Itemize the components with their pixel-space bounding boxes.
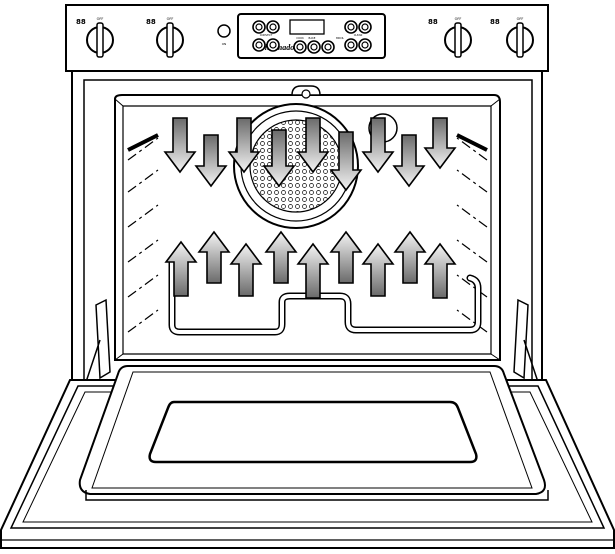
door-hinges [85, 298, 539, 383]
airflow-down-arrow-icon [163, 117, 197, 174]
panel-button[interactable] [252, 38, 266, 52]
airflow-up-arrow-icon [423, 242, 457, 299]
panel-button[interactable] [266, 38, 280, 52]
airflow-down-arrow-icon [423, 117, 457, 170]
airflow-down-arrow-icon [392, 134, 426, 188]
airflow-up-arrow-icon [164, 240, 198, 297]
panel-button-label: BAKE [309, 36, 316, 40]
oven-door [0, 365, 615, 549]
panel-button-label: CLEAN [354, 33, 363, 37]
oven-knob-icon[interactable]: OFF 88 [76, 17, 114, 58]
rack-guide-left [127, 137, 159, 161]
rack-guides [127, 133, 488, 333]
airflow-up-arrow-icon [296, 242, 330, 299]
rack-guide-right [456, 137, 488, 161]
oven-knob-icon[interactable]: OFF 88 [428, 17, 472, 58]
knob-label: OFF [97, 17, 104, 21]
rack-guide-right [456, 309, 488, 333]
airflow-up-arrow-icon [329, 230, 363, 284]
knob-mark: 88 [76, 18, 86, 26]
panel-button[interactable] [358, 38, 372, 52]
airflow-up-arrow-icon [264, 230, 298, 284]
airflow-up-arrows [164, 230, 457, 299]
rack-guide-left [127, 204, 159, 228]
oven-knob-icon[interactable]: OFF 88 [146, 17, 184, 58]
panel-button[interactable] [293, 40, 307, 54]
indicator-light-icon [217, 24, 231, 38]
rack-guide-right [456, 239, 488, 263]
rack-guide-left [127, 309, 159, 333]
knob-mark: 88 [490, 18, 500, 26]
airflow-down-arrow-icon [194, 134, 228, 188]
rack-guide-right [456, 169, 488, 193]
rack-guide-right [456, 204, 488, 228]
panel-button[interactable] [252, 20, 266, 34]
airflow-down-arrow-icon [262, 129, 296, 188]
knob-label: OFF [455, 17, 462, 21]
airflow-down-arrow-icon [329, 131, 363, 192]
panel-button[interactable] [266, 20, 280, 34]
airflow-up-arrow-icon [361, 242, 395, 297]
rack-support-left [127, 133, 159, 152]
airflow-down-arrows [163, 117, 457, 192]
airflow-up-arrow-icon [197, 230, 231, 284]
convection-fan-icon [233, 103, 398, 229]
airflow-up-arrow-icon [229, 242, 263, 297]
rack-support-right [456, 133, 488, 152]
knob-label: OFF [517, 17, 524, 21]
panel-button[interactable] [321, 40, 335, 54]
airflow-down-arrow-icon [361, 117, 395, 174]
airflow-down-arrow-icon [227, 117, 261, 174]
knob-mark: 88 [428, 18, 438, 26]
panel-button[interactable] [344, 20, 358, 34]
rack-guide-left [127, 239, 159, 263]
knob-label: OFF [167, 17, 174, 21]
panel-button-label: BROIL [336, 36, 344, 40]
oven-display [289, 19, 325, 35]
rack-guide-left [127, 274, 159, 298]
airflow-down-arrow-icon [296, 117, 330, 174]
door-window [148, 400, 478, 464]
svg-text:ON: ON [222, 42, 227, 46]
panel-button[interactable] [344, 38, 358, 52]
panel-button[interactable] [307, 40, 321, 54]
rack-guide-left [127, 169, 159, 193]
airflow-up-arrow-icon [393, 230, 427, 284]
rack-guide-right [456, 274, 488, 298]
panel-button-label: CONVECT [260, 33, 273, 37]
oven-knob-icon[interactable]: OFF 88 [490, 17, 534, 58]
panel-button[interactable] [358, 20, 372, 34]
panel-button-label: COOK [296, 36, 304, 40]
knob-mark: 88 [146, 18, 156, 26]
